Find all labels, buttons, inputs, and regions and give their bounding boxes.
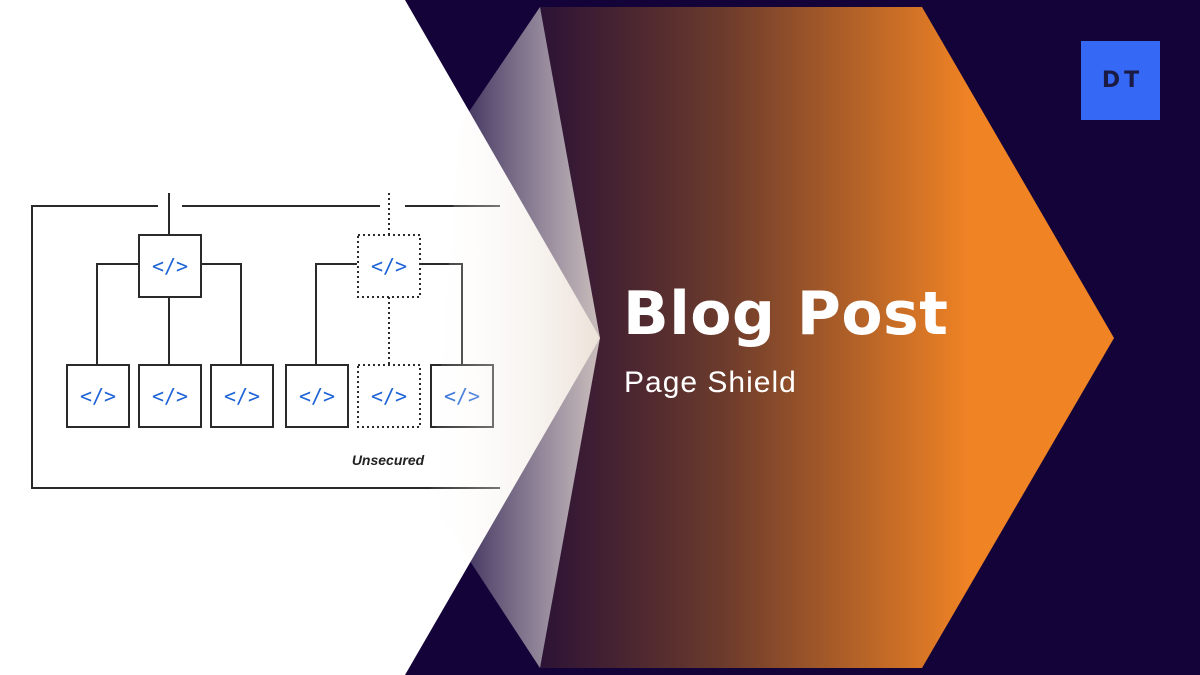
tree-connector-left (96, 193, 242, 365)
script-node (138, 234, 202, 298)
dt-logo: DT (1081, 41, 1160, 120)
logo-text: DT (1101, 68, 1144, 93)
script-node (285, 364, 349, 428)
diagram-frame (31, 205, 500, 489)
script-node-unsecured (357, 364, 421, 428)
script-tree-diagram (31, 193, 500, 489)
code-icon: </> (371, 254, 407, 278)
script-node (138, 364, 202, 428)
script-node-unsecured (357, 234, 421, 298)
code-icon: </> (152, 254, 188, 278)
unsecured-label: Unsecured (352, 452, 425, 468)
code-icon: </> (80, 384, 116, 408)
code-icon: </> (371, 384, 407, 408)
script-node (210, 364, 274, 428)
code-icon: </> (152, 384, 188, 408)
code-icon: </> (299, 384, 335, 408)
post-subtitle: Page Shield (624, 366, 797, 399)
gradient-hexagon (540, 7, 1114, 668)
fade-overlay (430, 7, 600, 668)
script-node (66, 364, 130, 428)
post-title: Blog Post (623, 279, 949, 349)
code-icon: </> (224, 384, 260, 408)
